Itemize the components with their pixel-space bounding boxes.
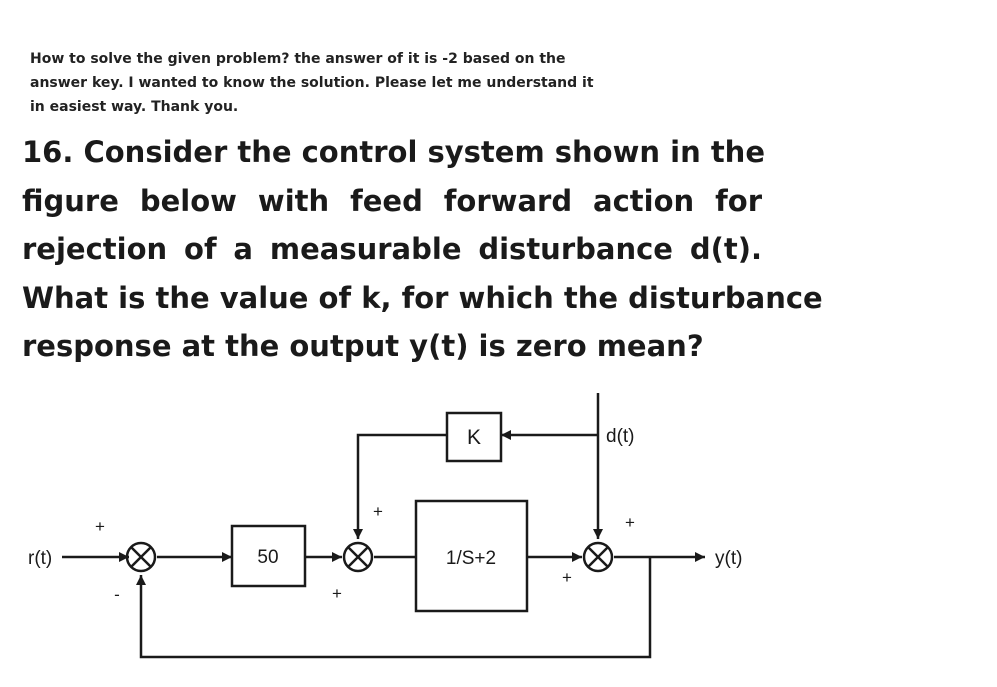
sum1-bottom-sign: - — [114, 585, 120, 604]
sum3-top-sign: + — [625, 513, 635, 532]
problem-line: 16. Consider the control system shown in… — [22, 135, 765, 169]
intro-line: How to solve the given problem? the answ… — [30, 51, 566, 67]
gain-block-label: 50 — [257, 547, 278, 568]
problem-line: rejection of a measurable disturbance d(… — [22, 232, 762, 266]
plant-block-label: 1/S+2 — [446, 548, 496, 569]
problem-line: What is the value of k, for which the di… — [22, 280, 823, 315]
sum2-top-sign: + — [373, 502, 383, 521]
gain-block — [230, 524, 307, 588]
question-intro: How to solve the given problem? the answ… — [30, 47, 630, 119]
disturbance-label: d(t) — [606, 426, 635, 447]
plant-block — [414, 499, 529, 613]
summing-junction-3 — [582, 541, 614, 573]
problem-statement: 16. Consider the control system shown in… — [22, 128, 823, 371]
problem-line: response at the output y(t) is zero mean… — [22, 329, 704, 363]
intro-line: answer key. I wanted to know the solutio… — [30, 75, 594, 91]
feedforward-path — [353, 433, 447, 539]
problem-line: figure below with feed forward action fo… — [22, 183, 762, 218]
sum1-top-sign: + — [95, 517, 105, 536]
output-label: y(t) — [715, 548, 742, 569]
input-label: r(t) — [28, 548, 52, 569]
intro-line: in easiest way. Thank you. — [30, 99, 239, 115]
summing-junction-1 — [125, 541, 157, 573]
sum3-bottom-sign: + — [562, 568, 572, 587]
summing-junction-2 — [342, 541, 374, 573]
sum2-bottom-sign: + — [332, 584, 342, 603]
feedforward-k-block — [445, 411, 503, 463]
feedforward-block-label: K — [467, 426, 481, 449]
feedback-path — [136, 557, 652, 659]
